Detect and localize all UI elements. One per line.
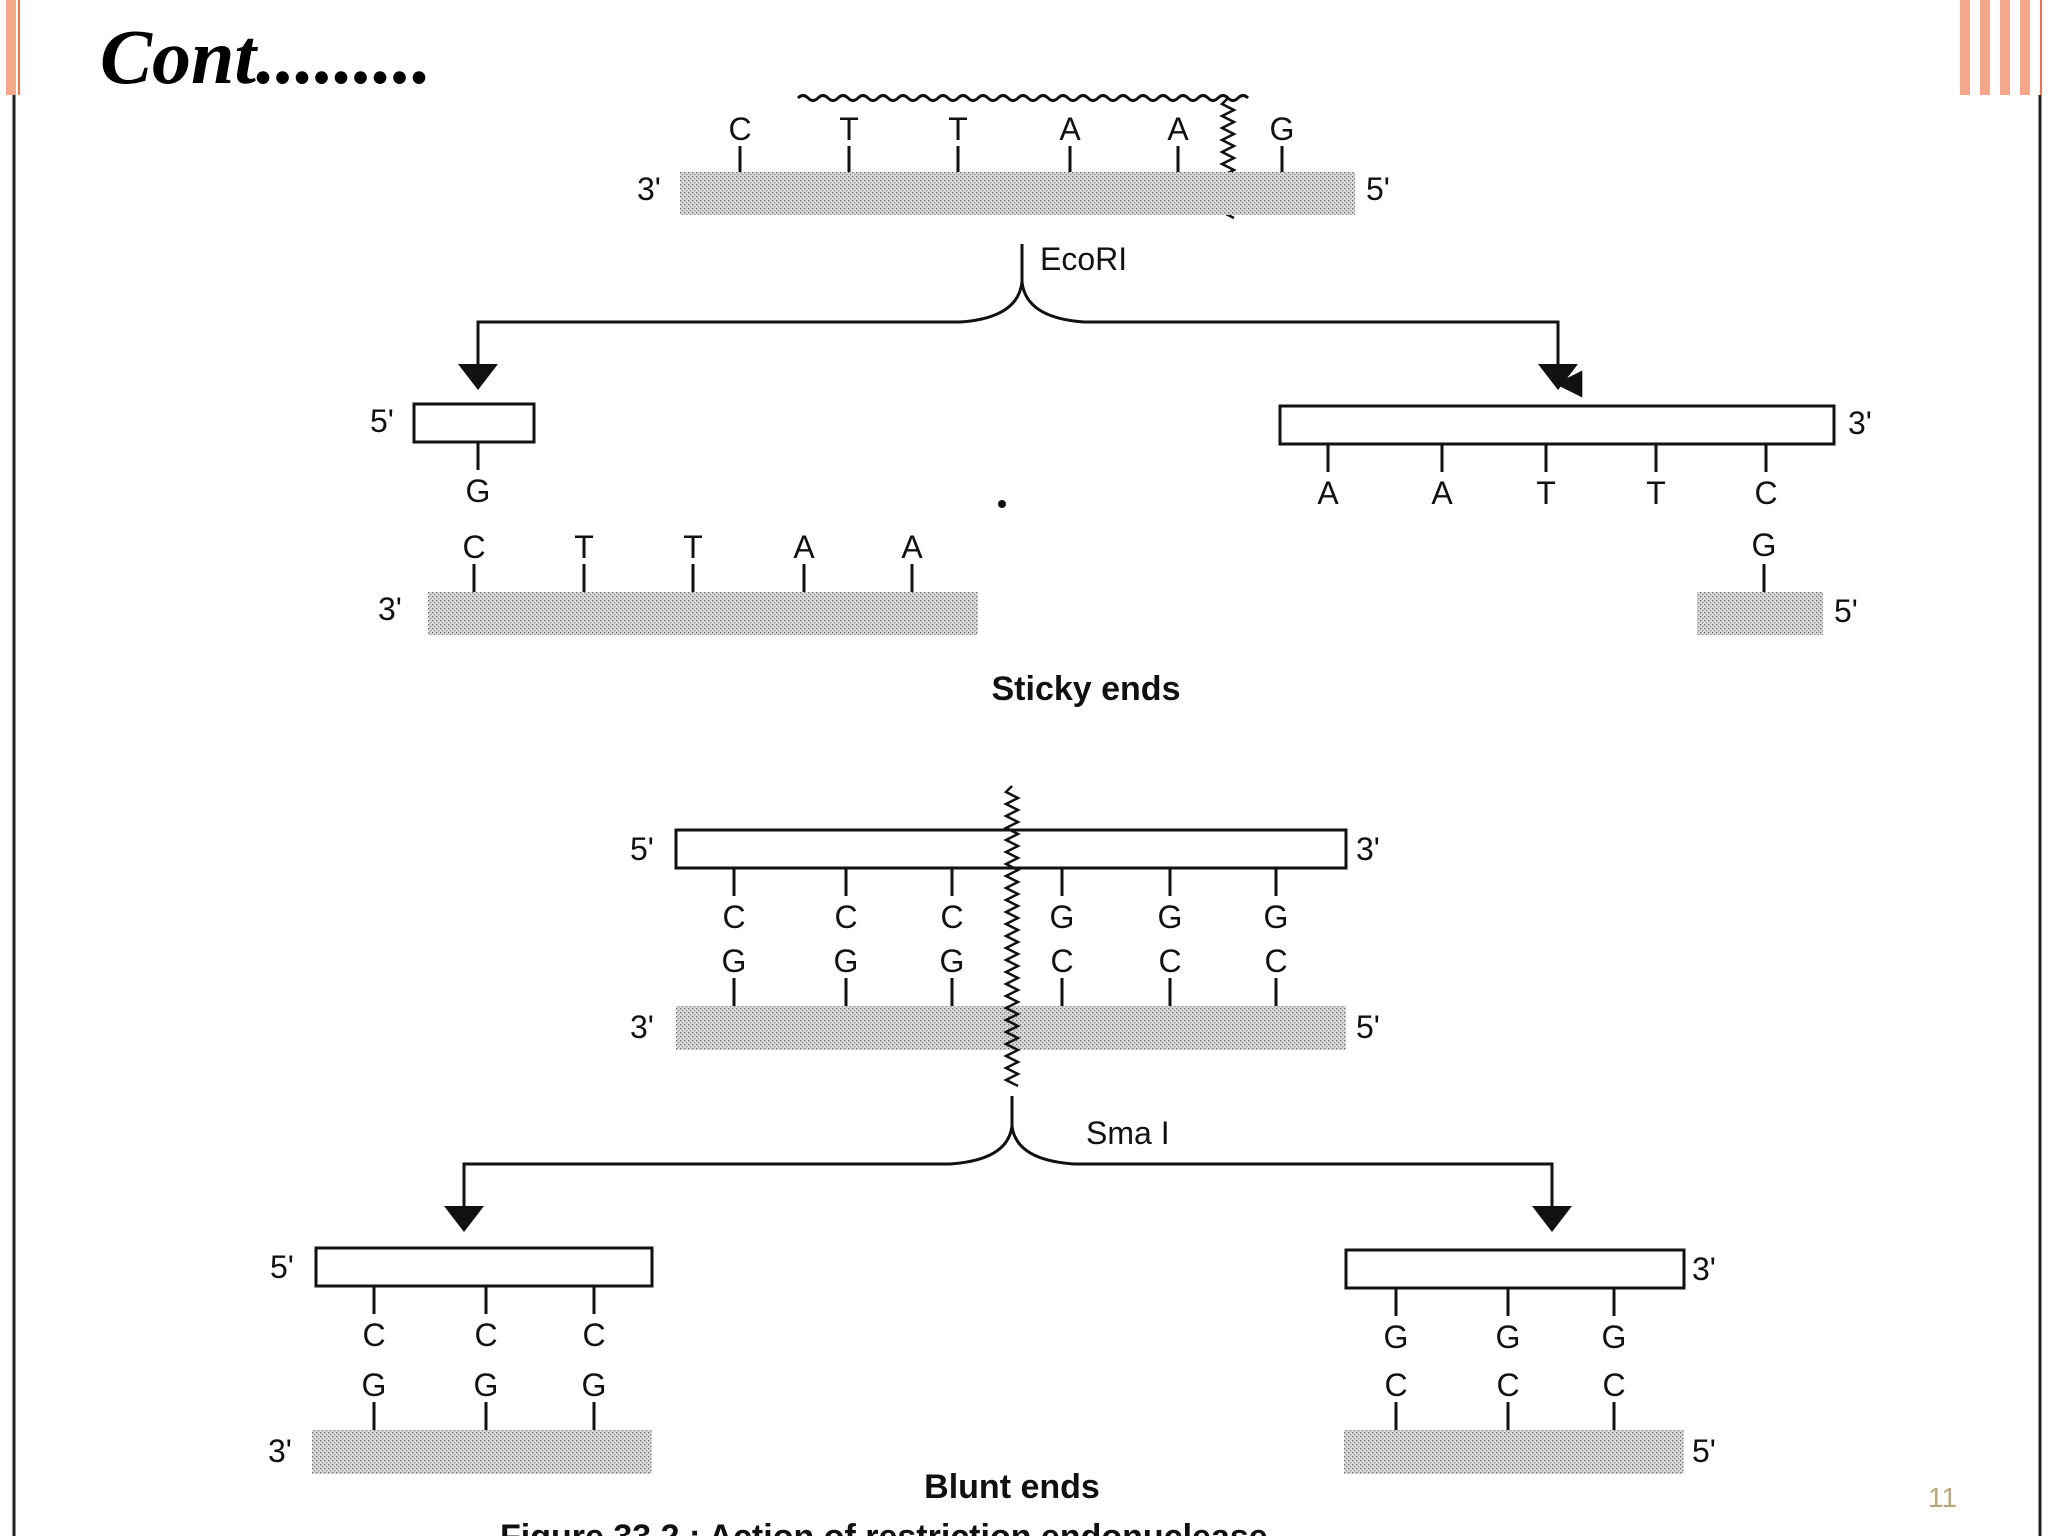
- svg-text:G: G: [1264, 899, 1289, 935]
- caption-blunt-ends: Blunt ends: [924, 1468, 1100, 1506]
- blunt-right-upper-strand: [1344, 1248, 1686, 1290]
- top-base-2: T: [839, 111, 859, 147]
- svg-text:C: C: [940, 899, 963, 935]
- top-base-3: T: [948, 111, 968, 147]
- top-base-1: C: [728, 111, 751, 147]
- sticky-right-lower-end: 5': [1834, 593, 1858, 629]
- corner-stripe-left-line: [18, 0, 20, 95]
- top-strand-left-end: 3': [637, 171, 661, 207]
- enzyme-ecori-label: EcoRI: [1040, 241, 1127, 277]
- blunt-right-upper-end: 3': [1692, 1251, 1716, 1287]
- svg-text:C: C: [362, 1317, 385, 1353]
- speck: [998, 500, 1006, 508]
- sma-lower-right-end: 5': [1356, 1009, 1380, 1045]
- svg-text:G: G: [722, 943, 747, 979]
- blunt-left-lower-strand: [312, 1430, 652, 1474]
- svg-text:G: G: [1050, 899, 1075, 935]
- blunt-left-lower-end: 3': [268, 1433, 292, 1469]
- blunt-left-upper-end: 5': [270, 1249, 294, 1285]
- svg-text:G: G: [1496, 1319, 1521, 1355]
- svg-text:C: C: [1602, 1367, 1625, 1403]
- svg-text:G: G: [940, 943, 965, 979]
- blunt-left-upper-bases: C C C: [362, 1286, 606, 1353]
- sticky-left-upper-end: 5': [370, 403, 394, 439]
- slide-number: 11: [1928, 1482, 1958, 1513]
- svg-text:C: C: [1754, 475, 1777, 511]
- svg-text:G: G: [582, 1367, 607, 1403]
- corner-stripe-right-1: [1960, 0, 1970, 95]
- svg-text:A: A: [901, 529, 923, 565]
- svg-text:C: C: [582, 1317, 605, 1353]
- svg-text:G: G: [362, 1367, 387, 1403]
- svg-text:C: C: [462, 529, 485, 565]
- corner-stripe-right-4: [2020, 0, 2030, 95]
- ecori-split-arrows: [476, 281, 1558, 384]
- ecori-arrowhead-left: [458, 364, 498, 390]
- svg-text:T: T: [574, 529, 594, 565]
- sma-arrowhead-left: [444, 1206, 484, 1232]
- ecori-arrowhead-right: [1538, 364, 1578, 390]
- svg-text:C: C: [1050, 943, 1073, 979]
- sticky-left-lower-strand: [428, 592, 978, 635]
- top-base-4: A: [1059, 111, 1081, 147]
- sticky-right-lower-strand: [1697, 592, 1823, 635]
- sticky-left-upper-strand: [412, 402, 536, 444]
- sma-upper-right-end: 3': [1356, 831, 1380, 867]
- svg-text:T: T: [1646, 475, 1666, 511]
- svg-text:A: A: [1317, 475, 1339, 511]
- sma-lower-bases: G G G C C C: [722, 943, 1288, 1006]
- sticky-left-upper-base: G: [466, 473, 491, 509]
- sma-arrowhead-right: [1532, 1206, 1572, 1232]
- sticky-right-lower-base: G: [1752, 527, 1777, 563]
- svg-text:C: C: [1158, 943, 1181, 979]
- caption-sticky-ends: Sticky ends: [992, 670, 1181, 708]
- sticky-right-upper-strand: [1278, 404, 1836, 446]
- svg-text:C: C: [1264, 943, 1287, 979]
- svg-text:G: G: [834, 943, 859, 979]
- svg-text:C: C: [722, 899, 745, 935]
- svg-text:C: C: [834, 899, 857, 935]
- figure-caption: Figure 33.2 : Action of restriction endo…: [500, 1518, 1268, 1536]
- svg-text:G: G: [474, 1367, 499, 1403]
- svg-text:C: C: [474, 1317, 497, 1353]
- sticky-right-upper-bases: A A T T C: [1317, 444, 1778, 511]
- blunt-right-lower-bases: C C C: [1384, 1367, 1626, 1430]
- sma-upper-bases: C C C G G G: [722, 868, 1288, 935]
- top-strand-right-end: 5': [1366, 171, 1390, 207]
- blunt-right-upper-bases: G G G: [1384, 1288, 1627, 1355]
- corner-stripe-right-2: [1980, 0, 1990, 95]
- sma-lower-strand: [676, 1006, 1346, 1050]
- sticky-left-lower-end: 3': [378, 591, 402, 627]
- corner-stripe-right-3: [2000, 0, 2010, 95]
- blunt-right-lower-strand: [1344, 1430, 1684, 1474]
- svg-text:T: T: [1536, 475, 1556, 511]
- enzyme-sma-label: Sma I: [1086, 1115, 1170, 1151]
- svg-text:G: G: [1602, 1319, 1627, 1355]
- sma-lower-left-end: 3': [630, 1009, 654, 1045]
- sticky-left-lower-bases: C T T A A: [462, 529, 923, 592]
- svg-text:A: A: [793, 529, 815, 565]
- corner-stripe-left: [6, 0, 16, 95]
- blunt-right-lower-end: 5': [1692, 1433, 1716, 1469]
- svg-text:G: G: [1384, 1319, 1409, 1355]
- blunt-left-upper-strand: [314, 1246, 654, 1288]
- svg-text:T: T: [683, 529, 703, 565]
- top-base-6: G: [1270, 111, 1295, 147]
- svg-text:C: C: [1496, 1367, 1519, 1403]
- sma-split-arrows: [462, 1125, 1554, 1222]
- top-base-5: A: [1167, 111, 1189, 147]
- top-strand-bases: C T T A A G: [728, 111, 1294, 172]
- sma-cut-site: [1003, 785, 1021, 1088]
- svg-text:G: G: [1158, 899, 1183, 935]
- top-wavy-strand: [796, 94, 1250, 102]
- svg-text:A: A: [1431, 475, 1453, 511]
- corner-stripe-right-line: [2040, 0, 2042, 95]
- sma-upper-left-end: 5': [630, 831, 654, 867]
- blunt-left-lower-bases: G G G: [362, 1367, 607, 1430]
- sticky-right-upper-end: 3': [1848, 405, 1872, 441]
- top-lower-strand: [680, 172, 1355, 215]
- svg-text:C: C: [1384, 1367, 1407, 1403]
- slide-title: Cont.........: [100, 13, 432, 100]
